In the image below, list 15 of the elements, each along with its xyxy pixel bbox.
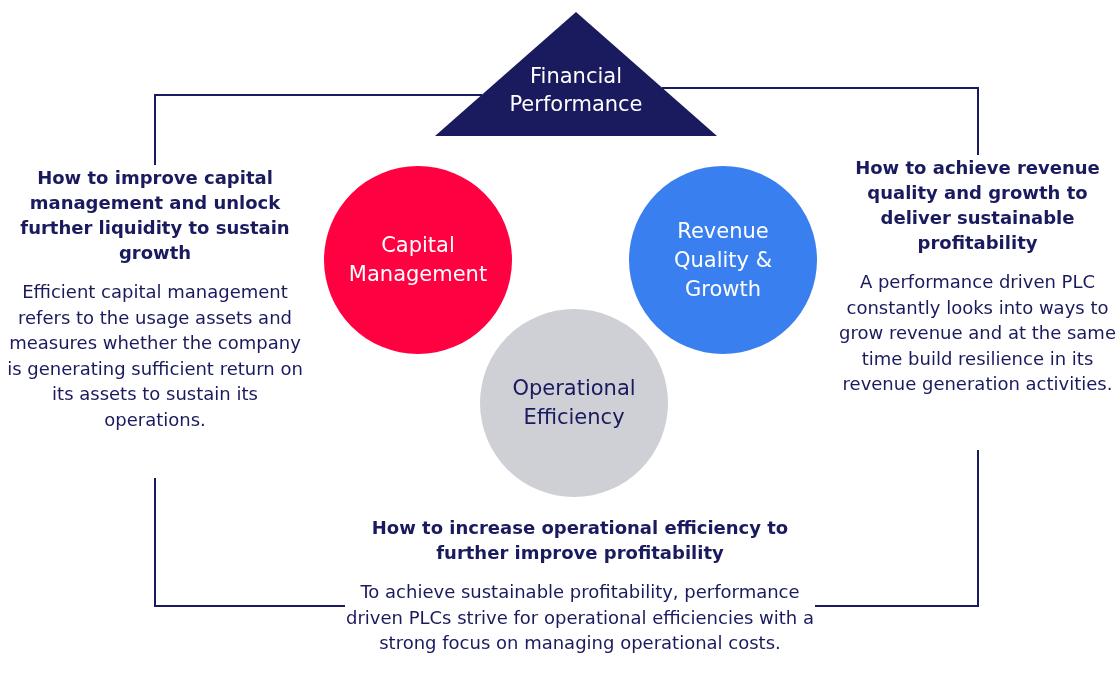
heading-text: How to achieve revenue quality and growth to deliver sustainable profitability — [854, 156, 1101, 255]
triangle-node — [435, 12, 717, 136]
circle-node: Operational Efficiency — [480, 309, 668, 497]
heading-text: How to increase operational efficiency to further improve profitability — [370, 516, 790, 565]
connector-line — [154, 94, 483, 166]
circle-node: Revenue Quality & Growth — [629, 166, 817, 354]
connector-line — [661, 87, 979, 156]
connector-line — [154, 477, 346, 607]
description-text: A performance driven PLC constantly looks into ways to grow revenue and at the same time build resilience in its revenue generation activities. — [838, 270, 1117, 396]
circle-node: Capital Management — [324, 166, 512, 354]
heading-text: How to improve capital management and unlock further liquidity to sustain growth — [19, 166, 291, 265]
description-text: Efficient capital management refers to the usage assets and measures whether the company is generating sufficient return on its assets to sustain its operations. — [6, 280, 304, 432]
connector-line — [814, 449, 979, 607]
triangle-label: Financial Performance — [508, 63, 644, 118]
description-text: To achieve sustainable profitability, performance driven PLCs strive for operational efficiencies with a strong focus on managing operational costs. — [345, 580, 815, 655]
